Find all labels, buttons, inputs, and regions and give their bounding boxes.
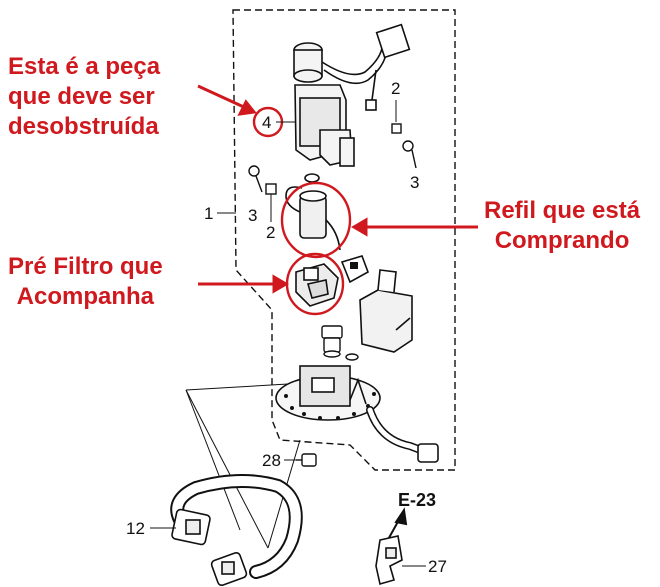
part-2-clip-right — [391, 123, 402, 134]
hose-connector-left — [171, 508, 211, 546]
annotation-arrows — [197, 84, 478, 294]
pump-holder-cup — [359, 269, 413, 353]
callout-1: 1 — [204, 204, 214, 223]
callout-2-right: 2 — [391, 79, 401, 98]
part-2-clip-left — [265, 183, 277, 195]
outlet-connector — [417, 443, 439, 463]
callout-3-right: 3 — [410, 173, 420, 192]
callout-3-left: 3 — [248, 206, 258, 225]
part-3-screw-right — [402, 140, 417, 169]
check-valve — [321, 325, 359, 361]
part-28-nut — [296, 453, 317, 467]
callout-27: 27 — [428, 557, 447, 576]
annotation-line: Refil que está — [484, 197, 641, 224]
part-3-screw-left — [248, 165, 263, 193]
annotation-line: que deve ser — [8, 83, 155, 110]
refill-highlight-circle — [280, 181, 352, 259]
annotation-prefilter: Pré Filtro que Acompanha — [8, 252, 163, 312]
callout-12: 12 — [126, 519, 145, 538]
callout-4: 4 — [262, 113, 272, 132]
annotation-part-to-clear: Esta é a peça que deve ser desobstruída — [8, 52, 160, 142]
part-27-connector — [375, 535, 403, 586]
annotation-line: Comprando — [494, 227, 630, 254]
o-ring — [304, 173, 320, 183]
callout-2-left: 2 — [266, 223, 276, 242]
annotation-line: Pré Filtro que — [8, 253, 163, 280]
annotation-line: Esta é a peça — [8, 53, 161, 80]
callout-e23: E-23 — [398, 490, 437, 510]
pre-filter — [295, 263, 339, 307]
fuel-pump-refill — [285, 186, 341, 251]
leader-lines-callouts — [150, 212, 296, 529]
mounting-flange — [275, 365, 381, 421]
part-4-upper-unit — [293, 42, 355, 167]
annotation-refill: Refil que está Comprando — [484, 196, 640, 256]
callout-28: 28 — [262, 451, 281, 470]
annotation-line: Acompanha — [16, 283, 155, 310]
wiring-harness-top — [321, 23, 411, 111]
annotation-line: desobstruída — [8, 113, 159, 140]
hose-connector-bottom — [210, 551, 248, 587]
flange-holes — [284, 392, 376, 420]
assembly-boundary — [232, 9, 456, 471]
